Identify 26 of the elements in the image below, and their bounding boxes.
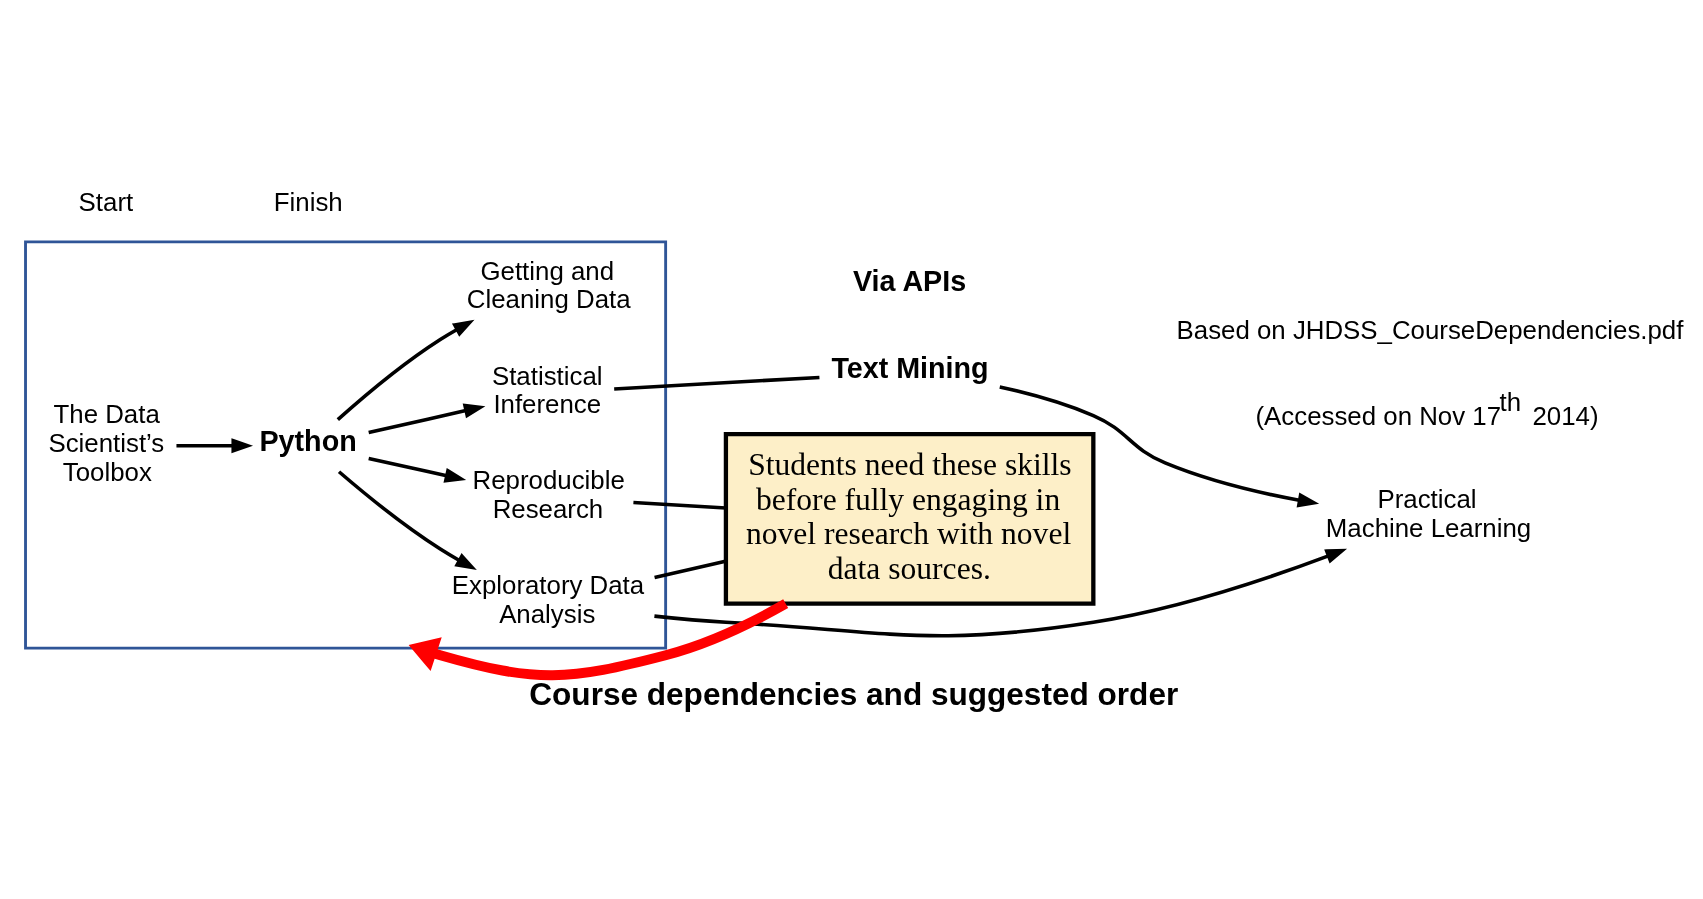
arrow — [368, 403, 486, 434]
arrow — [176, 437, 253, 453]
cluster — [24, 239, 668, 649]
arrow — [654, 548, 1348, 637]
label: Based on JHDSS_CourseDependencies.pdf — [1176, 315, 1684, 344]
connector — [654, 558, 726, 579]
arrow — [336, 319, 475, 421]
arrow — [408, 598, 789, 680]
node-text: Reproducible Research — [472, 465, 625, 523]
node-text: Getting and Cleaning Data — [466, 256, 631, 313]
arrow — [999, 384, 1320, 507]
arrow — [368, 456, 467, 483]
node-text: Text Mining — [831, 351, 989, 384]
node-text: The Data Scientist’s Toolbox — [48, 399, 165, 486]
connector — [614, 375, 820, 391]
arrow — [337, 469, 477, 570]
node-box: Students need these skills before fully engaging in novel research with novel data sources. — [723, 431, 1096, 606]
node-text: Via APIs — [852, 264, 967, 297]
label: Finish — [273, 187, 343, 216]
label: Start — [78, 187, 134, 216]
node-text: Python — [259, 424, 357, 457]
connector — [633, 500, 726, 510]
caption: Course dependencies and suggested order — [529, 675, 1179, 712]
node-text: Statistical Inference — [491, 361, 603, 418]
node-text: Exploratory Data Analysis — [451, 570, 645, 628]
node-text: Practical Machine Learning — [1325, 484, 1532, 542]
